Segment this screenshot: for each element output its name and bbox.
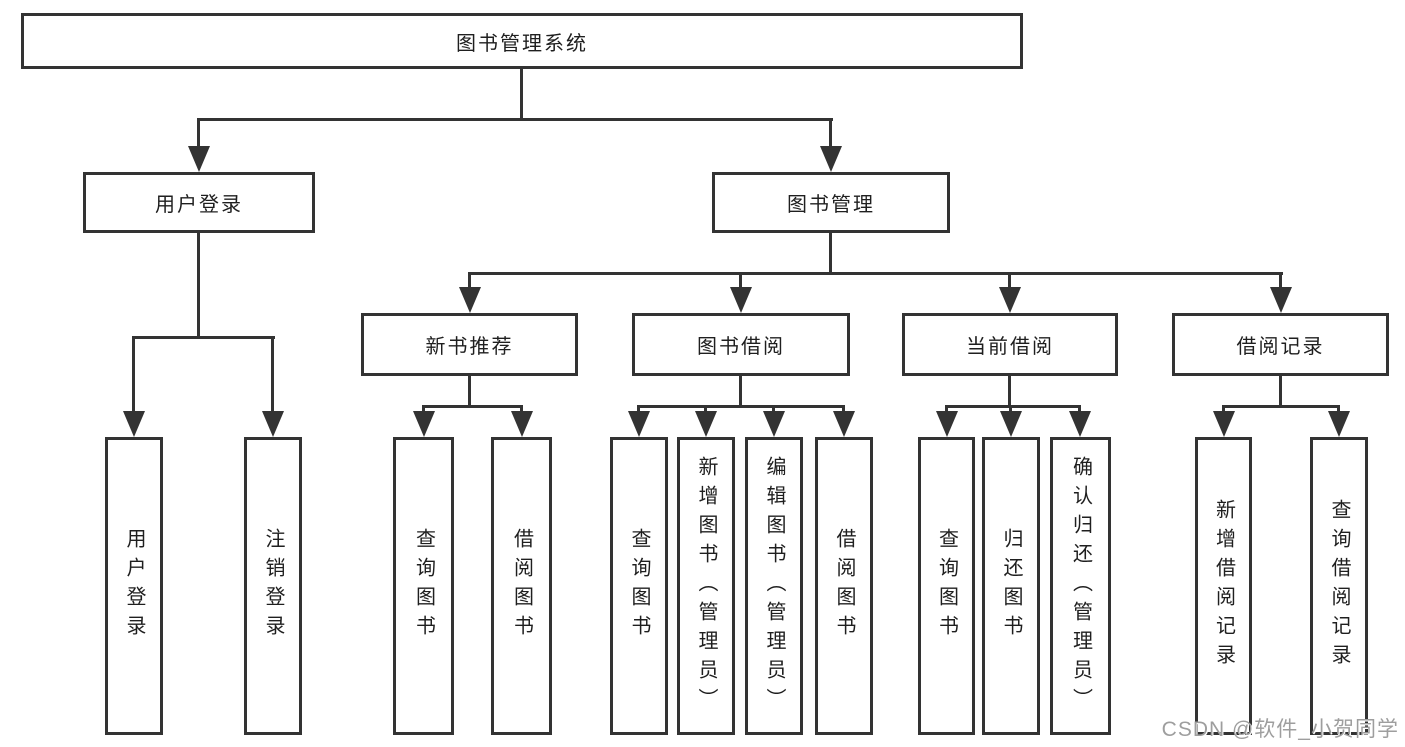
- arrowhead-down-icon: [695, 411, 717, 437]
- arrowhead-down-icon: [511, 411, 533, 437]
- leaf-add-borrow-record-label: 新增借阅记录: [1212, 499, 1235, 673]
- connector-line: [132, 336, 135, 413]
- connector-line: [637, 405, 845, 408]
- leaf-edit-book-admin-label: 编辑图书（管理员）: [763, 455, 785, 717]
- leaf-add-book-admin: 新增图书（管理员）: [677, 437, 735, 735]
- arrowhead-down-icon: [1213, 411, 1235, 437]
- connector-line: [1008, 376, 1011, 408]
- leaf-add-book-admin-label: 新增图书（管理员）: [695, 455, 717, 717]
- node-user-login: 用户登录: [83, 172, 315, 233]
- arrowhead-down-icon: [1270, 287, 1292, 313]
- connector-line: [520, 69, 523, 120]
- arrowhead-down-icon: [188, 146, 210, 172]
- arrowhead-down-icon: [1328, 411, 1350, 437]
- connector-line: [468, 272, 1283, 275]
- connector-line: [1009, 405, 1012, 415]
- node-new-book-recommend: 新书推荐: [361, 313, 578, 376]
- node-current-borrow-label: 当前借阅: [966, 336, 1054, 358]
- node-user-login-label: 用户登录: [155, 194, 243, 216]
- arrowhead-down-icon: [999, 287, 1021, 313]
- connector-line: [945, 405, 948, 415]
- leaf-edit-book-admin: 编辑图书（管理员）: [745, 437, 803, 735]
- connector-line: [1279, 272, 1282, 290]
- connector-line: [1222, 405, 1340, 408]
- arrowhead-down-icon: [820, 146, 842, 172]
- leaf-borrow-book-newrec-label: 借阅图书: [510, 528, 533, 644]
- leaf-logout-login: 注销登录: [244, 437, 302, 735]
- connector-line: [1279, 376, 1282, 408]
- leaf-confirm-return-admin: 确认归还（管理员）: [1050, 437, 1111, 735]
- connector-line: [271, 336, 274, 413]
- connector-line: [1222, 405, 1225, 415]
- arrowhead-down-icon: [1000, 411, 1022, 437]
- connector-line: [842, 405, 845, 415]
- node-root: 图书管理系统: [21, 13, 1023, 69]
- connector-line: [197, 233, 200, 339]
- leaf-return-book: 归还图书: [982, 437, 1040, 735]
- connector-line: [704, 405, 707, 415]
- connector-line: [468, 376, 471, 408]
- leaf-query-borrow-record: 查询借阅记录: [1310, 437, 1368, 735]
- arrowhead-down-icon: [833, 411, 855, 437]
- connector-line: [829, 233, 832, 275]
- arrowhead-down-icon: [413, 411, 435, 437]
- arrowhead-down-icon: [763, 411, 785, 437]
- connector-line: [197, 118, 833, 121]
- leaf-user-login: 用户登录: [105, 437, 163, 735]
- leaf-borrow-book-borrow: 借阅图书: [815, 437, 873, 735]
- node-book-borrow: 图书借阅: [632, 313, 850, 376]
- arrowhead-down-icon: [730, 287, 752, 313]
- leaf-user-login-label: 用户登录: [123, 528, 145, 644]
- leaf-query-book-newrec: 查询图书: [393, 437, 454, 735]
- arrowhead-down-icon: [123, 411, 145, 437]
- node-book-borrow-label: 图书借阅: [697, 336, 785, 358]
- connector-line: [468, 272, 471, 290]
- node-borrow-record: 借阅记录: [1172, 313, 1389, 376]
- connector-line: [637, 405, 640, 415]
- leaf-confirm-return-admin-label: 确认归还（管理员）: [1069, 455, 1092, 717]
- connector-line: [1008, 272, 1011, 290]
- arrowhead-down-icon: [628, 411, 650, 437]
- leaf-query-book-newrec-label: 查询图书: [412, 528, 435, 644]
- connector-line: [1337, 405, 1340, 415]
- connector-line: [1078, 405, 1081, 415]
- arrowhead-down-icon: [262, 411, 284, 437]
- node-new-book-recommend-label: 新书推荐: [425, 336, 514, 358]
- arrowhead-down-icon: [936, 411, 958, 437]
- connector-line: [422, 405, 425, 415]
- arrowhead-down-icon: [1069, 411, 1091, 437]
- node-root-label: 图书管理系统: [456, 32, 588, 55]
- node-current-borrow: 当前借阅: [902, 313, 1118, 376]
- leaf-query-book-current: 查询图书: [918, 437, 975, 735]
- connector-line: [739, 376, 742, 408]
- leaf-query-book-borrow-label: 查询图书: [628, 528, 650, 644]
- connector-line: [132, 336, 275, 339]
- csdn-watermark: CSDN @软件_小贺同学: [1161, 718, 1399, 741]
- node-book-management-label: 图书管理: [787, 194, 875, 216]
- leaf-query-book-borrow: 查询图书: [610, 437, 668, 735]
- leaf-query-borrow-record-label: 查询借阅记录: [1328, 499, 1350, 673]
- leaf-borrow-book-newrec: 借阅图书: [491, 437, 552, 735]
- leaf-query-book-current-label: 查询图书: [935, 528, 958, 644]
- connector-line: [739, 272, 742, 290]
- leaf-add-borrow-record: 新增借阅记录: [1195, 437, 1252, 735]
- connector-line: [520, 405, 523, 415]
- node-book-management: 图书管理: [712, 172, 950, 233]
- connector-line: [829, 118, 832, 148]
- leaf-borrow-book-borrow-label: 借阅图书: [833, 528, 855, 644]
- arrowhead-down-icon: [459, 287, 481, 313]
- leaf-return-book-label: 归还图书: [1000, 528, 1022, 644]
- connector-line: [197, 118, 200, 148]
- connector-line: [422, 405, 522, 408]
- node-borrow-record-label: 借阅记录: [1236, 336, 1325, 358]
- connector-line: [772, 405, 775, 415]
- connector-line: [945, 405, 1081, 408]
- leaf-logout-login-label: 注销登录: [262, 528, 284, 644]
